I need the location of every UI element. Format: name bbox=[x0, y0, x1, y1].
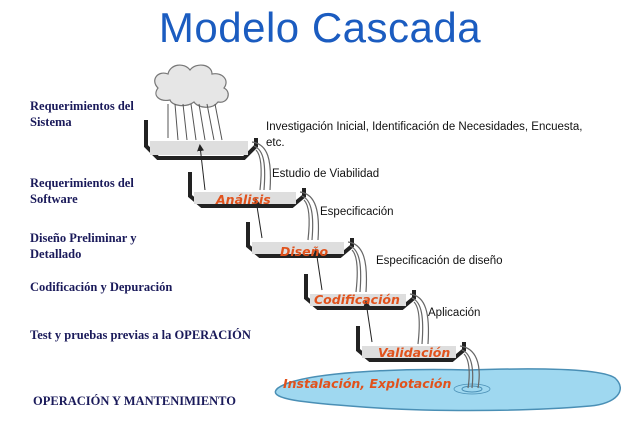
note-especificacion-diseno: Especificación de diseño bbox=[376, 255, 503, 267]
stage-codificacion: Codificación bbox=[314, 292, 400, 307]
stage-analisis: Análisis bbox=[216, 192, 271, 207]
stage-instalacion-explotacion: Instalación, Explotación bbox=[283, 376, 452, 391]
waterfalls bbox=[251, 141, 480, 389]
feedback-arrows bbox=[197, 144, 373, 343]
note-estudio-viabilidad: Estudio de Viabilidad bbox=[272, 168, 380, 180]
page-title: Modelo Cascada bbox=[158, 4, 482, 51]
basin-diseno bbox=[246, 222, 354, 258]
basin-codificacion bbox=[304, 274, 416, 310]
note-aplicacion: Aplicación bbox=[428, 307, 481, 319]
stage-diseno: Diseño bbox=[280, 244, 329, 259]
note-investigacion: Investigación Inicial, Identificación de… bbox=[266, 121, 583, 149]
phase-test-pruebas: Test y pruebas previas a la OPERACIÓN bbox=[30, 328, 251, 342]
stage-validacion: Validación bbox=[378, 345, 451, 360]
rain-icon bbox=[167, 103, 223, 141]
cloud-icon bbox=[154, 64, 229, 108]
phase-codificacion-depuracion: Codificación y Depuración bbox=[30, 280, 173, 294]
note-especificacion: Especificación bbox=[320, 206, 394, 218]
phase-requerimientos-software: Requerimientos del Software bbox=[30, 176, 134, 206]
basin-analisis bbox=[188, 172, 306, 208]
phase-diseno-preliminar: Diseño Preliminar y Detallado bbox=[30, 231, 137, 261]
basin-validacion bbox=[356, 326, 466, 362]
phase-requerimientos-sistema: Requerimientos del Sistema bbox=[30, 99, 134, 129]
pool bbox=[274, 368, 621, 412]
phase-operacion-mantenimiento: OPERACIÓN Y MANTENIMIENTO bbox=[33, 394, 237, 408]
